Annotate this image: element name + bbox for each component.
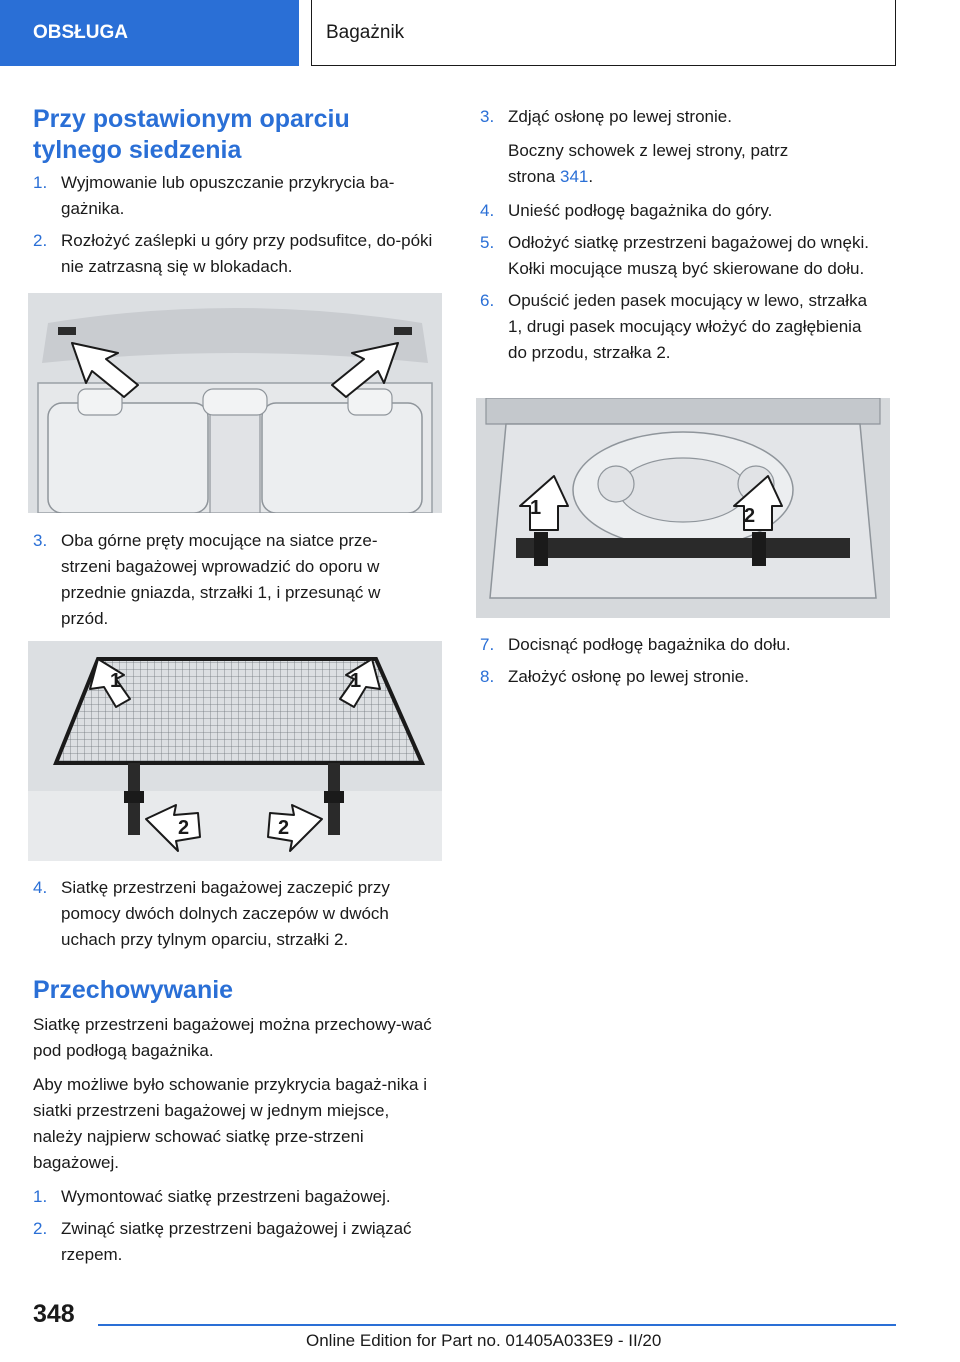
edition-info: Online Edition for Part no. 01405A033E9 … (306, 1331, 662, 1350)
figure-under-floor-storage: 1 2 (476, 398, 890, 618)
step-number: 8. (480, 667, 495, 686)
arrow-label: 2 (744, 505, 755, 527)
page-reference-link[interactable]: 341 (559, 167, 589, 186)
list-item: 6. Opuścić jeden pasek mocujący w lewo, … (480, 288, 896, 366)
step-number: 2. (33, 1219, 48, 1238)
step-number: 1. (33, 173, 48, 192)
arrow-label: 2 (178, 817, 189, 839)
list-item: 7. Docisnąć podłogę bagażnika do dołu. (480, 632, 896, 658)
list-item: 1. Wyjmowanie lub opuszczanie przykrycia… (33, 170, 445, 222)
step-text: Wymontować siatkę przestrzeni bagażowej. (61, 1187, 391, 1206)
step-text: Docisnąć podłogę bagażnika do dołu. (508, 635, 791, 654)
step-text: Unieść podłogę bagażnika do góry. (508, 201, 773, 220)
paragraph: Siatkę przestrzeni bagażowej można przec… (33, 1015, 432, 1060)
step-number: 4. (480, 201, 495, 220)
list-item: 4. Siatkę przestrzeni bagażowej zaczepić… (33, 875, 445, 953)
step-number: 6. (480, 291, 495, 310)
steps-list-a: 1. Wyjmowanie lub opuszczanie przykrycia… (33, 170, 445, 280)
step-number: 4. (33, 878, 48, 897)
figure-headliner-blocks-illustration (28, 293, 442, 513)
arrow-label: 1 (530, 497, 541, 519)
list-item: 8. Założyć osłonę po lewej stronie. (480, 664, 896, 690)
figure-net-mounting: 1 1 2 2 (28, 641, 442, 861)
step-text: Siatkę przestrzeni bagażowej zaczepić pr… (61, 878, 390, 949)
step-text: Rozłożyć zaślepki u góry przy podsufitce… (61, 231, 433, 276)
step-number: 3. (480, 107, 495, 126)
step-number: 7. (480, 635, 495, 654)
step-text: Wyjmowanie lub opuszczanie przykrycia ba… (61, 173, 395, 218)
step-text: Odłożyć siatkę przestrzeni bagażowej do … (508, 233, 869, 278)
step-text: Oba górne pręty mocujące na siatce prze‐… (61, 531, 381, 628)
chapter-header: Bagażnik (311, 0, 896, 66)
step-text: Zwinąć siatkę przestrzeni bagażowej i zw… (61, 1219, 412, 1264)
step-text: Założyć osłonę po lewej stronie. (508, 667, 749, 686)
steps-list-c: 4. Siatkę przestrzeni bagażowej zaczepić… (33, 875, 445, 953)
list-item: 3. Oba górne pręty mocujące na siatce pr… (33, 528, 445, 632)
step-subtext: Boczny schowek z lewej strony, patrz str… (508, 138, 838, 190)
chapter-title: Bagażnik (326, 21, 405, 43)
arrow-label: 1 (110, 670, 121, 692)
paragraph: Aby możliwe było schowanie przykrycia ba… (33, 1075, 427, 1172)
step-number: 5. (480, 233, 495, 252)
storage-paragraphs: Siatkę przestrzeni bagażowej można przec… (33, 1012, 445, 1176)
figure-net-mounting-illustration: 1 1 2 2 (28, 641, 442, 861)
section-tab: OBSŁUGA (0, 0, 299, 66)
subtext-suffix: . (588, 167, 594, 186)
section-title: OBSŁUGA (33, 22, 128, 43)
step-text: Zdjąć osłonę po lewej stronie. (508, 107, 732, 126)
steps-list-b: 3. Oba górne pręty mocujące na siatce pr… (33, 528, 445, 632)
page-number: 348 (33, 1300, 75, 1328)
list-item: 4. Unieść podłogę bagażnika do góry. (480, 198, 896, 224)
arrow-label: 1 (350, 670, 361, 692)
step-number: 2. (33, 231, 48, 250)
figure-headliner-blocks (28, 293, 442, 513)
step-number: 3. (33, 531, 48, 550)
list-item-sub: Boczny schowek z lewej strony, patrz str… (480, 138, 896, 190)
list-item: 5. Odłożyć siatkę przestrzeni bagażowej … (480, 230, 896, 282)
list-item: 2. Zwinąć siatkę przestrzeni bagażowej i… (33, 1216, 445, 1268)
storage-heading-block: Przechowywanie (33, 975, 445, 1006)
step-number: 1. (33, 1187, 48, 1206)
left-heading-block: Przy postawionym oparciu tylnego siedzen… (33, 104, 445, 166)
subtext-prefix: Boczny schowek z lewej strony, patrz str… (508, 141, 789, 186)
steps-list-d: 1. Wymontować siatkę przestrzeni bagażow… (33, 1184, 445, 1268)
figure-under-floor-illustration: 1 2 (476, 398, 890, 618)
list-item: 3. Zdjąć osłonę po lewej stronie. (480, 104, 896, 130)
heading-storage: Przechowywanie (33, 976, 234, 1004)
arrow-label: 2 (278, 817, 289, 839)
steps-list-right-b: 7. Docisnąć podłogę bagażnika do dołu. 8… (480, 632, 896, 690)
steps-list-right-a: 3. Zdjąć osłonę po lewej stronie. Boczny… (480, 104, 896, 366)
footer-rule (98, 1324, 896, 1326)
heading-seat-upright: Przy postawionym oparciu tylnego siedzen… (33, 105, 350, 164)
step-text: Opuścić jeden pasek mocujący w lewo, str… (508, 291, 868, 362)
list-item: 2. Rozłożyć zaślepki u góry przy podsufi… (33, 228, 445, 280)
list-item: 1. Wymontować siatkę przestrzeni bagażow… (33, 1184, 445, 1210)
